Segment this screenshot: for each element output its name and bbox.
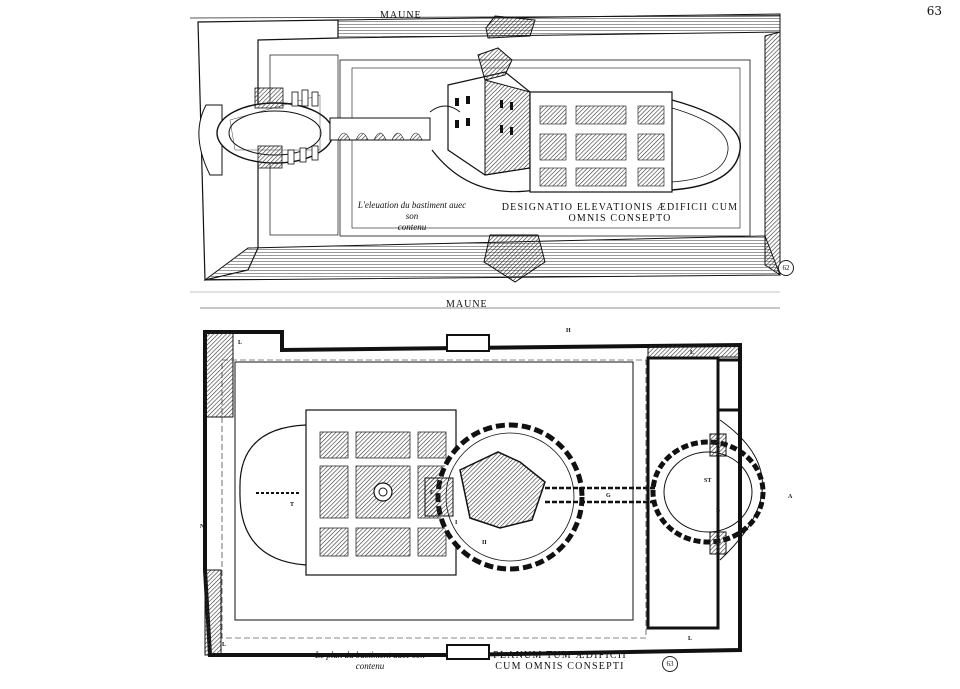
lower-latin-caption: Planum tum ædificii cum omnis consepti <box>470 650 650 672</box>
plan-letter-l-tr: L <box>690 350 695 356</box>
plan-letter-l-bl: L <box>222 642 227 648</box>
upper-french-caption-line1: L'eleuation du bastiment auec son <box>357 200 467 221</box>
page-number: 63 <box>926 4 942 18</box>
upper-plate-title: MAUNE <box>380 10 422 21</box>
plan-letter-b: B <box>716 508 721 514</box>
plan-letter-f: F <box>430 490 434 496</box>
upper-french-caption-line2: contenu <box>397 222 427 232</box>
upper-french-caption: L'eleuation du bastiment auec son conten… <box>352 200 472 233</box>
plan-letter-g: G <box>606 493 611 499</box>
plan-letter-st: ST <box>704 478 712 484</box>
plan-parterre <box>239 409 457 576</box>
lower-latin-caption-line1: Planum tum ædificii <box>493 650 627 661</box>
upper-latin-caption-line2: omnis consepto <box>568 213 672 224</box>
lower-latin-caption-line2: cum omnis consepti <box>495 661 625 672</box>
upper-plate-number: 62 <box>778 260 794 276</box>
plan-letter-l-br: L <box>688 636 693 642</box>
lower-plate-title: MAUNE <box>446 299 488 310</box>
plan-letter-h: H <box>566 328 571 334</box>
plan-gallery-oval <box>545 433 766 555</box>
arcade-gallery <box>329 117 431 141</box>
plan-letter-l-tl: L <box>238 340 243 346</box>
plan-letter-a: A <box>788 494 793 500</box>
upper-latin-caption-line1: Designatio elevationis ædificii cum <box>501 202 739 213</box>
plan-letter-i: I <box>455 520 458 526</box>
parterre-garden <box>529 91 741 193</box>
chateau-building <box>429 47 536 193</box>
lower-french-caption-line1: Le plan du bastiment auec son <box>315 650 425 660</box>
oval-court <box>216 87 334 169</box>
plan-enclosure <box>203 330 763 660</box>
lower-plate-number: 63 <box>662 656 678 672</box>
plan-letter-n: N <box>200 524 205 530</box>
plan-letter-t: T <box>290 502 295 508</box>
upper-latin-caption: Designatio elevationis ædificii cum omni… <box>500 202 740 224</box>
lower-french-caption: Le plan du bastiment auec son contenu <box>310 650 430 672</box>
plan-letter-ii: II <box>482 540 487 546</box>
lower-french-caption-line2: contenu <box>355 661 385 671</box>
plan-chateau <box>424 422 585 572</box>
